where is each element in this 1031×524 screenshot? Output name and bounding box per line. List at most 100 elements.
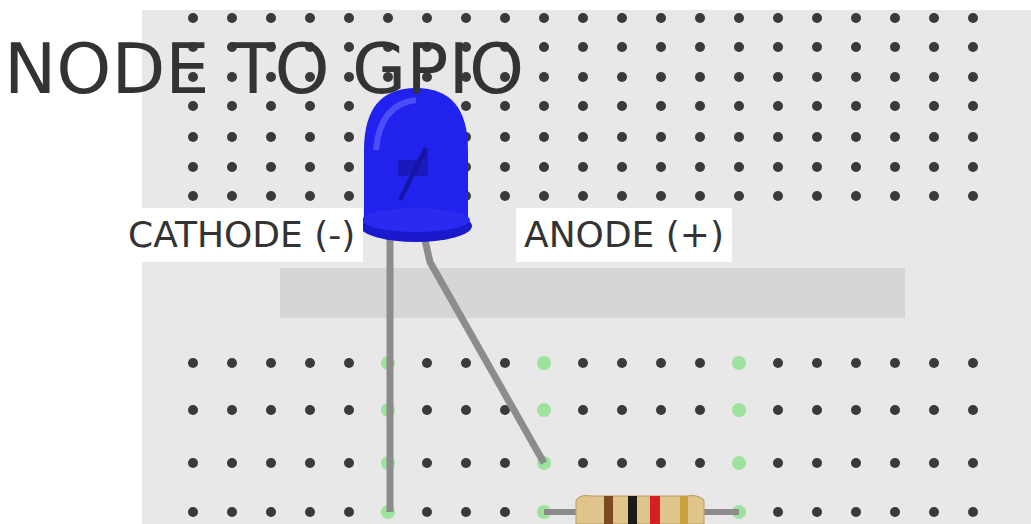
breadboard-hole bbox=[773, 507, 783, 517]
breadboard-hole bbox=[537, 403, 551, 417]
breadboard-hole bbox=[732, 403, 746, 417]
breadboard-hole bbox=[188, 191, 198, 201]
breadboard-hole bbox=[851, 405, 861, 415]
breadboard-hole bbox=[578, 162, 588, 172]
breadboard-hole bbox=[929, 358, 939, 368]
breadboard-hole bbox=[656, 405, 666, 415]
breadboard-hole bbox=[812, 162, 822, 172]
led-symbol bbox=[360, 88, 472, 242]
breadboard-hole bbox=[617, 101, 627, 111]
breadboard-hole bbox=[734, 191, 744, 201]
breadboard-hole bbox=[890, 458, 900, 468]
breadboard-hole bbox=[890, 13, 900, 23]
breadboard-hole bbox=[500, 132, 510, 142]
breadboard-hole bbox=[617, 358, 627, 368]
breadboard-hole bbox=[695, 132, 705, 142]
breadboard-hole bbox=[968, 42, 978, 52]
breadboard-hole bbox=[537, 356, 551, 370]
breadboard-hole bbox=[539, 191, 549, 201]
breadboard-hole bbox=[344, 132, 354, 142]
breadboard-hole bbox=[305, 191, 315, 201]
breadboard-hole bbox=[344, 191, 354, 201]
breadboard-hole bbox=[773, 13, 783, 23]
breadboard-hole bbox=[266, 405, 276, 415]
breadboard-hole bbox=[188, 458, 198, 468]
breadboard-hole bbox=[890, 358, 900, 368]
breadboard-hole bbox=[890, 101, 900, 111]
breadboard-hole bbox=[851, 42, 861, 52]
breadboard-hole bbox=[812, 42, 822, 52]
breadboard-hole bbox=[227, 458, 237, 468]
breadboard-hole bbox=[227, 358, 237, 368]
breadboard-hole bbox=[422, 405, 432, 415]
breadboard-hole bbox=[732, 456, 746, 470]
breadboard-hole bbox=[734, 101, 744, 111]
breadboard-hole bbox=[656, 191, 666, 201]
breadboard-hole bbox=[578, 42, 588, 52]
breadboard-hole bbox=[305, 162, 315, 172]
breadboard-hole bbox=[344, 507, 354, 517]
breadboard-hole bbox=[500, 162, 510, 172]
breadboard-hole bbox=[695, 405, 705, 415]
breadboard-hole bbox=[539, 72, 549, 82]
breadboard-hole bbox=[890, 132, 900, 142]
breadboard-hole bbox=[929, 507, 939, 517]
breadboard-hole bbox=[773, 405, 783, 415]
breadboard-hole bbox=[812, 132, 822, 142]
breadboard-hole bbox=[851, 507, 861, 517]
breadboard-hole bbox=[695, 162, 705, 172]
breadboard-hole bbox=[266, 191, 276, 201]
breadboard-hole bbox=[929, 191, 939, 201]
breadboard-hole bbox=[851, 132, 861, 142]
breadboard-hole bbox=[929, 42, 939, 52]
breadboard-hole bbox=[461, 458, 471, 468]
anode-leg bbox=[424, 236, 544, 463]
breadboard-hole bbox=[344, 405, 354, 415]
breadboard-hole bbox=[227, 132, 237, 142]
breadboard-hole bbox=[812, 358, 822, 368]
breadboard-hole bbox=[968, 132, 978, 142]
breadboard-hole bbox=[851, 458, 861, 468]
breadboard-hole bbox=[266, 132, 276, 142]
breadboard-hole bbox=[578, 13, 588, 23]
breadboard-hole bbox=[812, 101, 822, 111]
breadboard-hole bbox=[890, 162, 900, 172]
title: NODE TO GPIO bbox=[4, 34, 524, 104]
breadboard-hole bbox=[266, 358, 276, 368]
breadboard-hole bbox=[812, 72, 822, 82]
breadboard-hole bbox=[890, 72, 900, 82]
breadboard-hole bbox=[656, 162, 666, 172]
breadboard-hole bbox=[734, 42, 744, 52]
breadboard-hole bbox=[734, 72, 744, 82]
breadboard-hole bbox=[656, 132, 666, 142]
breadboard-hole bbox=[266, 507, 276, 517]
breadboard-hole bbox=[773, 458, 783, 468]
breadboard-hole bbox=[344, 358, 354, 368]
breadboard-hole bbox=[266, 162, 276, 172]
breadboard-hole bbox=[695, 101, 705, 111]
breadboard-hole bbox=[929, 132, 939, 142]
breadboard-hole bbox=[656, 42, 666, 52]
breadboard-hole bbox=[890, 507, 900, 517]
breadboard-hole bbox=[656, 72, 666, 82]
breadboard-hole bbox=[929, 101, 939, 111]
breadboard-hole bbox=[734, 13, 744, 23]
breadboard-hole bbox=[617, 13, 627, 23]
breadboard-hole bbox=[617, 191, 627, 201]
breadboard-hole bbox=[617, 405, 627, 415]
breadboard-hole bbox=[227, 162, 237, 172]
breadboard-hole bbox=[188, 405, 198, 415]
breadboard-hole bbox=[968, 405, 978, 415]
breadboard-hole bbox=[812, 405, 822, 415]
breadboard-hole bbox=[305, 358, 315, 368]
breadboard-hole bbox=[773, 42, 783, 52]
breadboard-hole bbox=[422, 458, 432, 468]
breadboard-hole bbox=[617, 42, 627, 52]
center-channel bbox=[280, 268, 905, 318]
breadboard-hole bbox=[968, 191, 978, 201]
breadboard-hole bbox=[188, 358, 198, 368]
breadboard-hole bbox=[656, 13, 666, 23]
breadboard-hole bbox=[617, 132, 627, 142]
breadboard-hole bbox=[773, 191, 783, 201]
